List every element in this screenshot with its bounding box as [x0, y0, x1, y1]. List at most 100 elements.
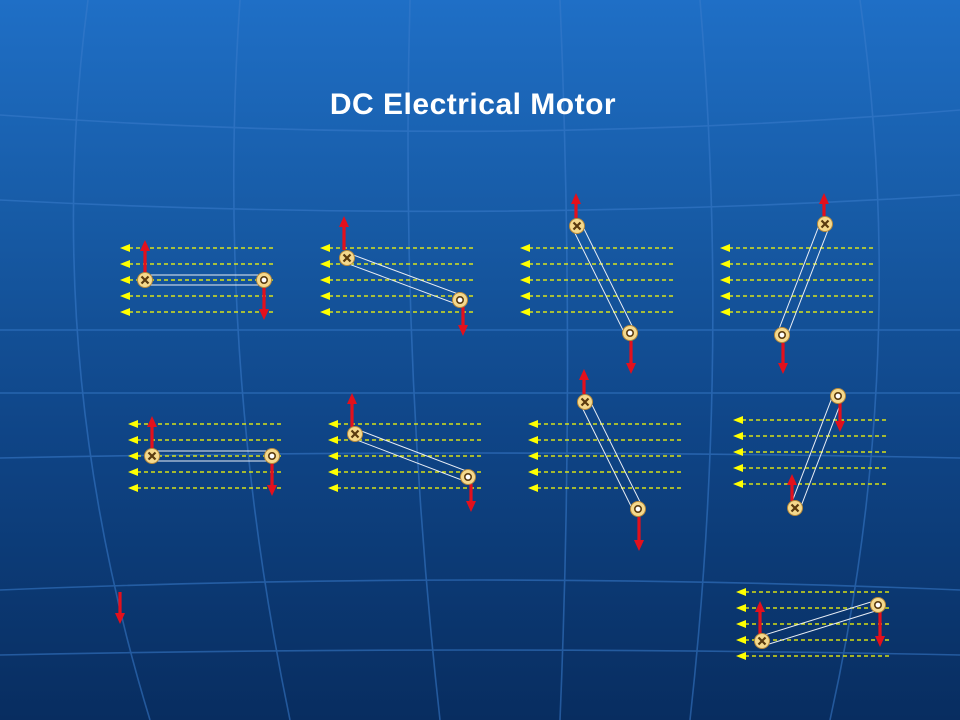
- globe-longitude-line: [689, 0, 714, 720]
- field-arrowhead: [528, 436, 538, 444]
- coil-loop: [759, 599, 881, 647]
- coil-panel: [120, 240, 273, 320]
- force-arrowhead: [115, 613, 125, 624]
- field-arrowhead: [520, 244, 530, 252]
- force-arrowhead: [339, 216, 349, 227]
- coil-panel: [736, 588, 889, 660]
- globe-longitude-line: [232, 0, 291, 720]
- field-arrowhead: [736, 652, 746, 660]
- force-arrowhead: [347, 393, 357, 404]
- coil-loop: [144, 274, 265, 286]
- field-arrowhead: [128, 436, 138, 444]
- dot-mark: [267, 451, 276, 460]
- field-arrowhead: [128, 452, 138, 460]
- coil-panel: [733, 388, 886, 516]
- dot-conductor-icon: [870, 597, 886, 613]
- field-arrowhead: [736, 588, 746, 596]
- field-arrowhead: [733, 480, 743, 488]
- force-arrowhead: [626, 363, 636, 374]
- force-arrowhead: [571, 193, 581, 204]
- force-arrowhead: [787, 474, 797, 485]
- cross-conductor-icon: [144, 448, 160, 464]
- field-arrowhead: [320, 292, 330, 300]
- field-arrowhead: [128, 468, 138, 476]
- cross-mark: [820, 219, 830, 229]
- dot-mark: [455, 295, 464, 304]
- dot-mark: [833, 391, 842, 400]
- cross-mark: [147, 451, 157, 461]
- cross-mark: [140, 275, 150, 285]
- force-arrowhead: [259, 309, 269, 320]
- standalone-force-arrow: [115, 592, 125, 624]
- force-arrowhead: [147, 416, 157, 427]
- cross-mark: [757, 636, 767, 646]
- cross-mark: [572, 221, 582, 231]
- field-arrowhead: [320, 244, 330, 252]
- coil-loop: [344, 252, 463, 306]
- field-arrowhead: [733, 448, 743, 456]
- field-arrowhead: [320, 260, 330, 268]
- dot-conductor-icon: [774, 327, 790, 343]
- coil-panel: [528, 369, 681, 551]
- field-arrowhead: [520, 276, 530, 284]
- field-arrowhead: [120, 292, 130, 300]
- field-arrowhead: [320, 276, 330, 284]
- cross-mark: [790, 503, 800, 513]
- coil-panel: [328, 393, 481, 512]
- cross-conductor-icon: [339, 250, 355, 266]
- field-arrowhead: [328, 452, 338, 460]
- dot-mark: [777, 330, 786, 339]
- field-arrowhead: [736, 620, 746, 628]
- field-arrowhead: [736, 636, 746, 644]
- globe-longitude-line: [829, 0, 881, 720]
- field-arrowhead: [720, 308, 730, 316]
- slide-title: DC Electrical Motor: [329, 88, 617, 121]
- field-arrowhead: [120, 260, 130, 268]
- field-arrowhead: [528, 452, 538, 460]
- field-arrowhead: [528, 420, 538, 428]
- field-arrowhead: [520, 260, 530, 268]
- coil-panel: [128, 416, 281, 496]
- force-arrowhead: [778, 363, 788, 374]
- cross-mark: [342, 253, 352, 263]
- force-arrowhead: [579, 369, 589, 380]
- dot-mark: [463, 472, 472, 481]
- dot-mark: [625, 328, 634, 337]
- dot-mark: [873, 600, 882, 609]
- field-arrowhead: [720, 292, 730, 300]
- dot-mark: [633, 504, 642, 513]
- field-arrowhead: [733, 432, 743, 440]
- field-arrowhead: [120, 308, 130, 316]
- field-arrowhead: [720, 244, 730, 252]
- globe-latitude-line: [0, 579, 960, 591]
- cross-conductor-icon: [754, 633, 770, 649]
- dot-conductor-icon: [256, 272, 272, 288]
- dot-conductor-icon: [264, 448, 280, 464]
- coil-panel: [720, 193, 873, 374]
- cross-conductor-icon: [569, 218, 585, 234]
- force-arrowhead: [458, 325, 468, 336]
- coil-panel: [320, 216, 473, 336]
- cross-mark: [350, 429, 360, 439]
- field-arrowhead: [328, 484, 338, 492]
- field-arrowhead: [528, 468, 538, 476]
- dot-conductor-icon: [830, 388, 846, 404]
- cross-conductor-icon: [787, 500, 803, 516]
- dot-conductor-icon: [622, 325, 638, 341]
- field-arrowhead: [128, 484, 138, 492]
- field-arrowhead: [520, 308, 530, 316]
- field-arrowhead: [320, 308, 330, 316]
- dot-conductor-icon: [630, 501, 646, 517]
- field-arrowhead: [120, 244, 130, 252]
- coil-panel: [520, 193, 673, 374]
- dot-conductor-icon: [452, 292, 468, 308]
- dot-conductor-icon: [460, 469, 476, 485]
- force-arrowhead: [267, 485, 277, 496]
- field-arrowhead: [120, 276, 130, 284]
- cross-conductor-icon: [347, 426, 363, 442]
- force-arrowhead: [466, 501, 476, 512]
- force-arrowhead: [755, 601, 765, 612]
